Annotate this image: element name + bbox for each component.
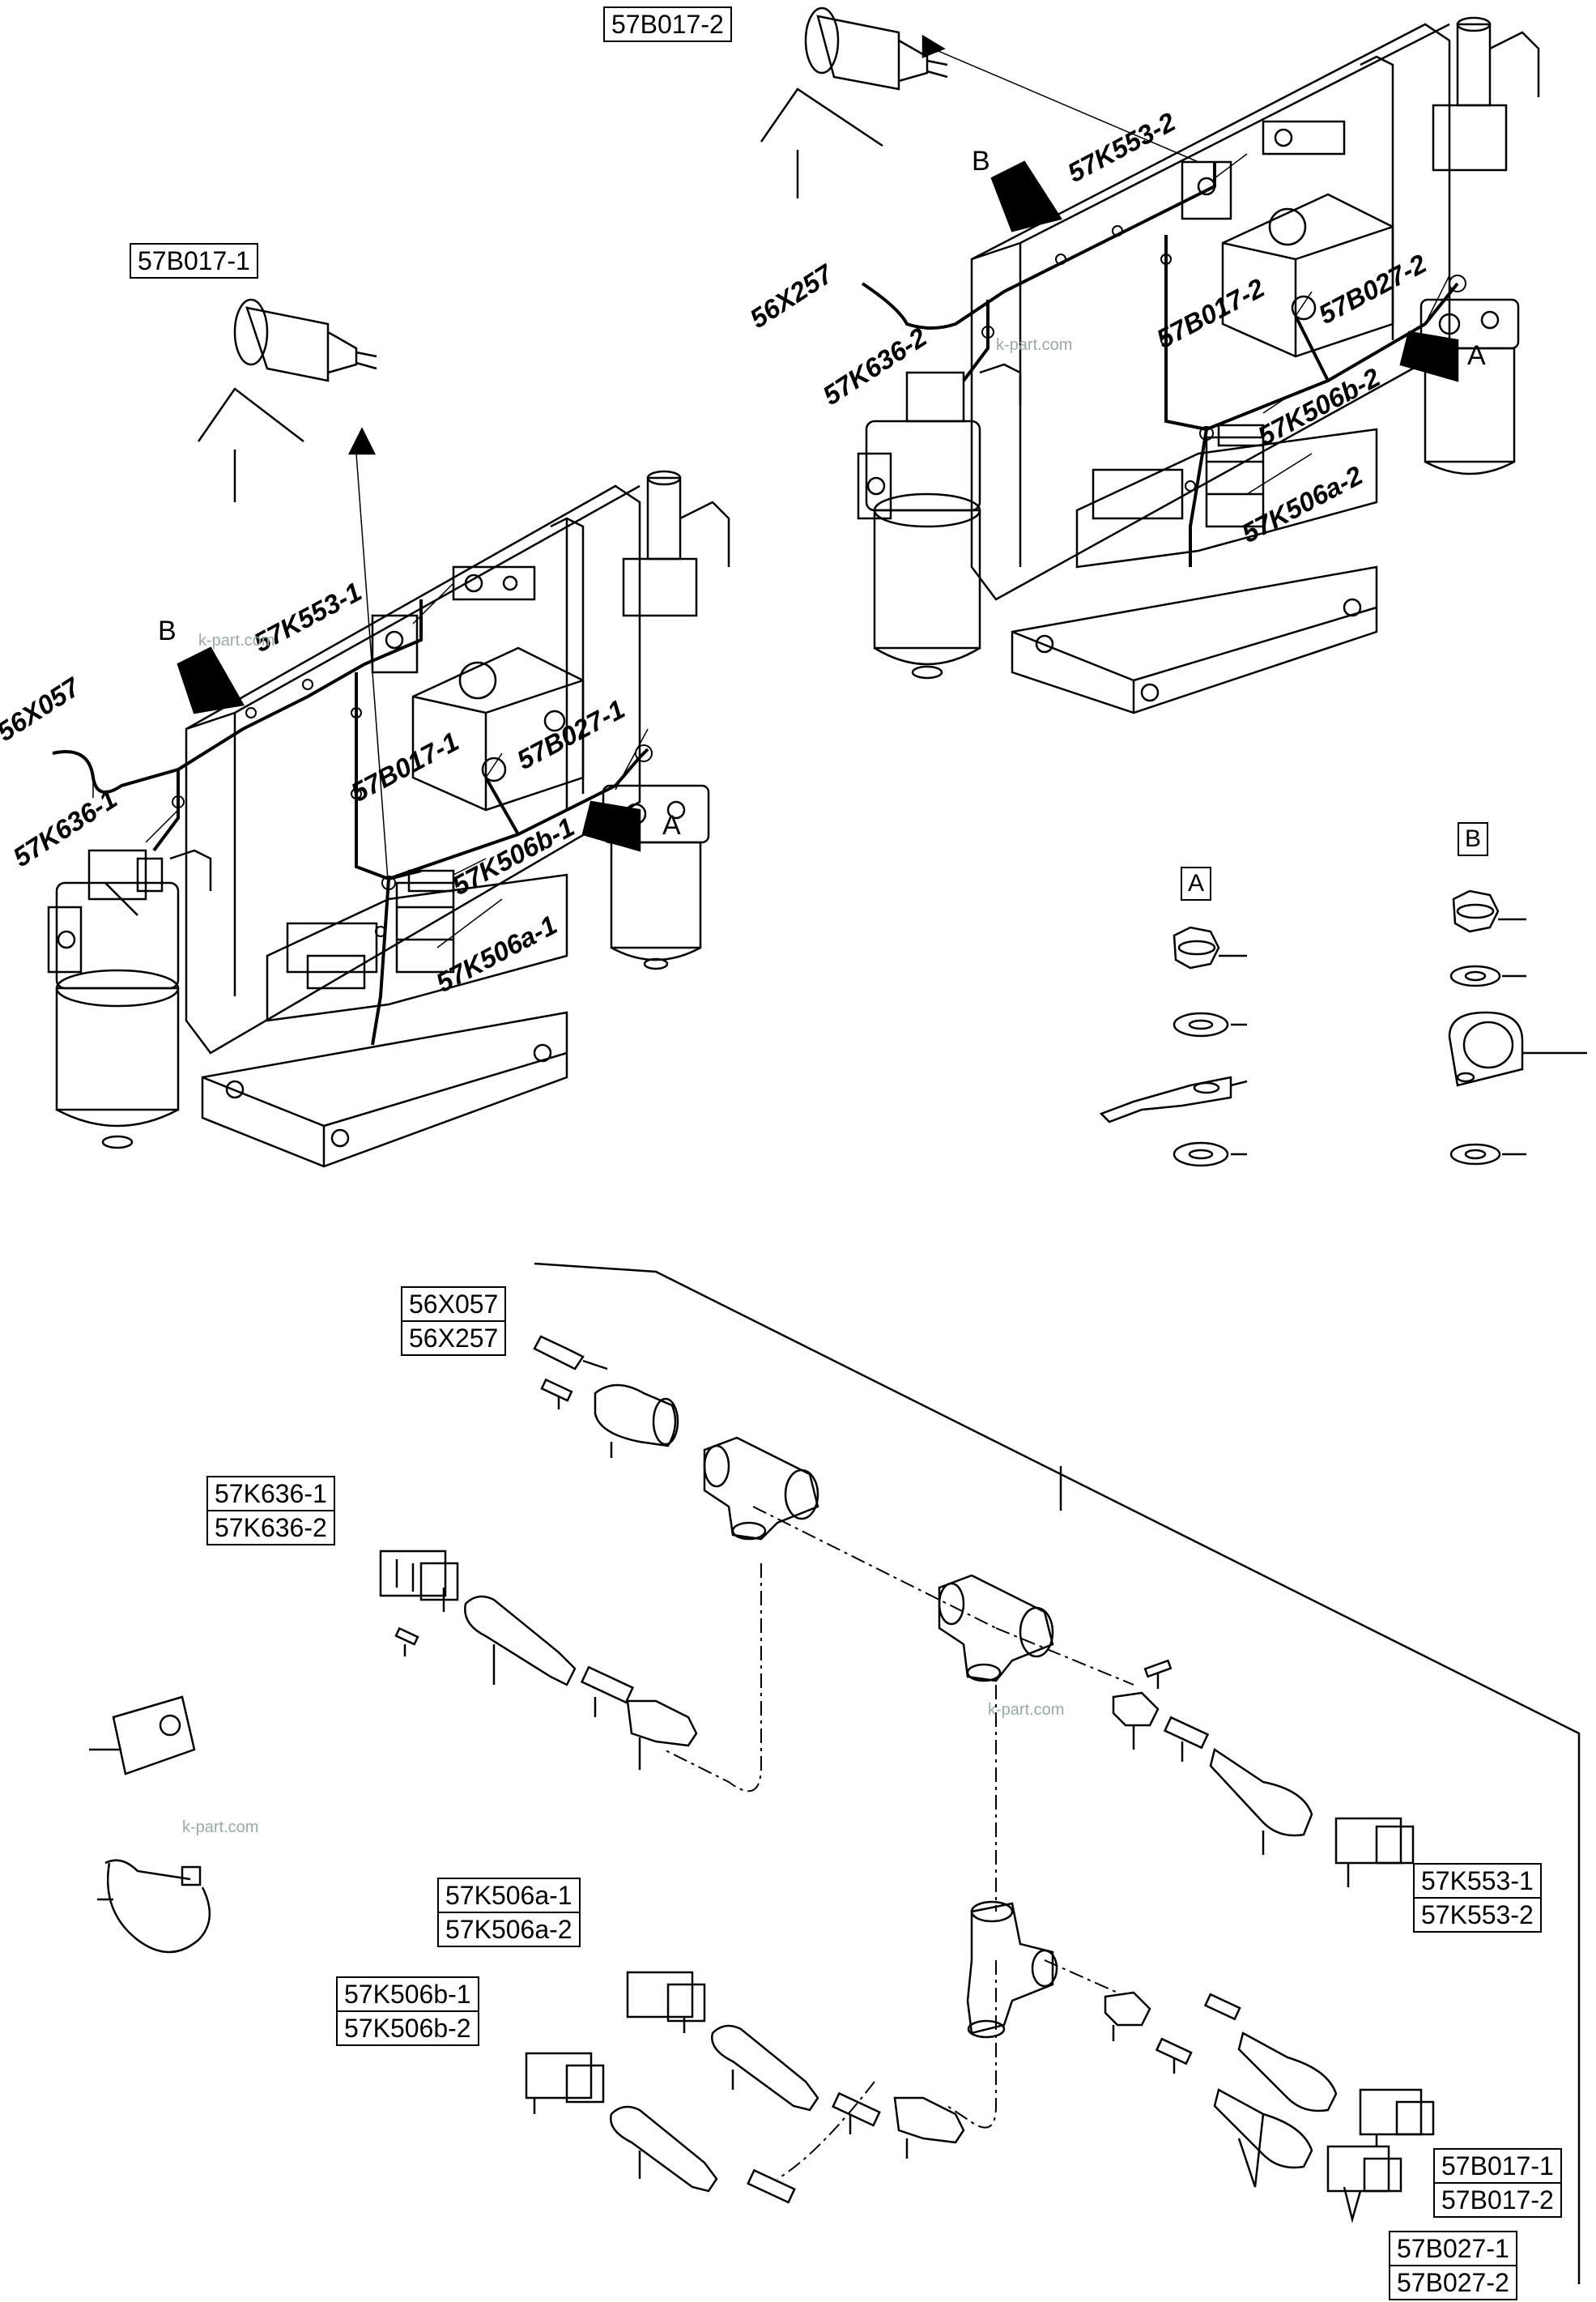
connector-57k553-parts [1112, 1659, 1415, 1887]
machine-assembly-left [47, 298, 730, 1168]
detail-b-hardware [1448, 889, 1587, 1166]
arrow-label-b-left: B [158, 616, 177, 646]
connector-57k506-parts [525, 1971, 965, 2204]
label-57k506a-connectors: 57K506a-1 57K506a-2 [437, 1878, 581, 1947]
tee-fitting-2 [938, 1574, 1054, 1682]
label-57b027-2: 57B027-2 [1390, 2265, 1516, 2299]
label-57k553-2: 57K553-2 [1415, 1897, 1540, 1931]
detail-b-label: B [1458, 822, 1488, 856]
watermark: k-part.com [182, 1818, 259, 1836]
label-57k506a-2: 57K506a-2 [439, 1912, 579, 1946]
sensor-label-57b017-1: 57B017-1 [130, 243, 258, 279]
detail-a-hardware [1099, 926, 1248, 1167]
arrow-label-b-right: B [972, 146, 990, 177]
connector-57k636-parts [379, 1550, 698, 1770]
arrow-label-a-right: A [1467, 340, 1486, 371]
label-57b017-1: 57B017-1 [1441, 2151, 1554, 2181]
machine-assembly-right [760, 6, 1540, 714]
watermark: k-part.com [988, 1701, 1065, 1719]
connector-57b-parts [1104, 1991, 1435, 2223]
tee-fitting-3 [966, 1900, 1058, 2039]
label-57b027-connectors: 57B027-1 57B027-2 [1389, 2231, 1517, 2300]
watermark: k-part.com [996, 336, 1073, 354]
label-56x-connectors: 56X057 56X257 [401, 1286, 507, 1356]
label-57b017-connectors: 57B017-1 57B017-2 [1433, 2148, 1562, 2218]
exploded-harness-view [89, 1262, 1581, 2284]
label-57k636-1: 57K636-1 [215, 1479, 327, 1508]
sensor-57b017-2-illustration [760, 6, 948, 198]
label-57k506b-1: 57K506b-1 [344, 1980, 471, 2009]
label-57k506b-2: 57K506b-2 [338, 2010, 478, 2044]
sensor-label-57b017-2: 57B017-2 [603, 6, 732, 42]
label-57k553-connectors: 57K553-1 57K553-2 [1413, 1863, 1542, 1933]
watermark: k-part.com [198, 632, 275, 650]
tee-fitting-1 [703, 1436, 819, 1541]
label-57k636-connectors: 57K636-1 57K636-2 [206, 1476, 335, 1545]
label-56x257: 56X257 [402, 1320, 505, 1354]
label-57k636-2: 57K636-2 [208, 1510, 334, 1544]
cable-tie [97, 1859, 211, 1954]
label-57b017-2: 57B017-2 [1435, 2182, 1560, 2216]
label-57k553-1: 57K553-1 [1421, 1866, 1534, 1895]
detail-a-label: A [1181, 867, 1211, 901]
sensor-57b017-1-illustration [197, 298, 377, 502]
label-56x057: 56X057 [409, 1290, 499, 1319]
label-plate [89, 1695, 196, 1776]
arrow-label-a-left: A [662, 810, 681, 841]
label-57k506b-connectors: 57K506b-1 57K506b-2 [336, 1976, 479, 2046]
connector-56x-parts [533, 1335, 679, 1458]
label-57k506a-1: 57K506a-1 [445, 1881, 572, 1910]
label-57b027-1: 57B027-1 [1397, 2234, 1509, 2263]
